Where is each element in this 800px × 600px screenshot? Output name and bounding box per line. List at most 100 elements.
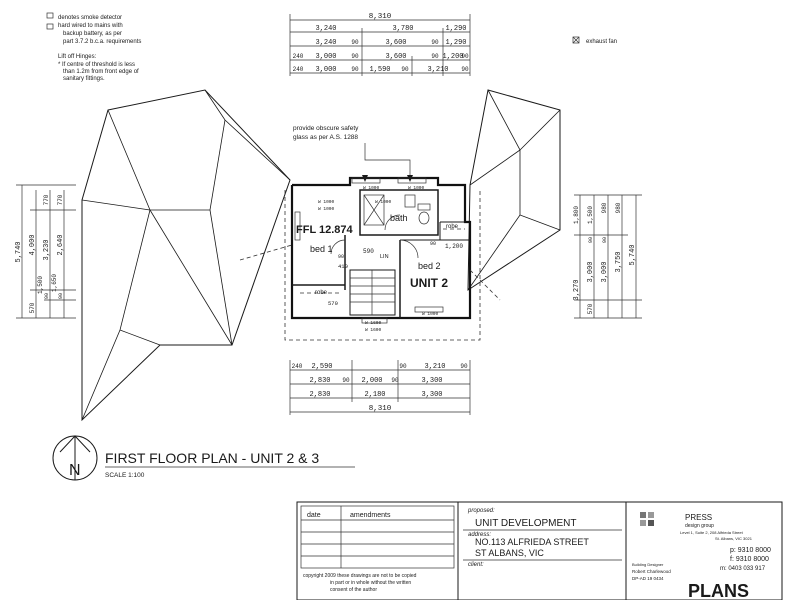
- sheet-name: PLANS: [688, 581, 749, 600]
- plan-scale: SCALE 1:100: [105, 472, 145, 479]
- bed1-label: bed 1: [310, 244, 333, 254]
- draftsman-3: DP-AD 19 0434: [632, 576, 664, 581]
- left-dimensions: 5,740 4,000 3,230 2,640 770 770 1,650 90…: [15, 184, 76, 319]
- left-dim-1650: 1,650: [51, 274, 58, 292]
- w-label-1: W 1000: [363, 185, 380, 191]
- bot-dim-r1-e: 90: [460, 363, 468, 370]
- roof-left: [81, 89, 291, 422]
- exhaust-fan-icon: [572, 36, 580, 44]
- bot-dim-r2-e: 3,300: [421, 377, 442, 385]
- top-dim-r4-b: 3,000: [315, 66, 336, 74]
- address-line-1: NO.113 ALFRIEDA STREET: [475, 537, 589, 547]
- left-dim-2640: 2,640: [57, 234, 65, 255]
- room-dim-590: 590: [363, 248, 374, 255]
- room-dim-90a: 90: [338, 254, 344, 260]
- left-dim-90b: 90: [58, 293, 64, 299]
- room-dim-90b: 90: [430, 241, 436, 247]
- window-bath-1: [351, 177, 381, 184]
- copyright-1: copyright 2009 these drawings are not to…: [303, 573, 417, 579]
- w-label-6: W 1600: [365, 320, 382, 326]
- top-dim-r3-g: 90: [461, 53, 469, 60]
- bot-dim-r1-d: 3,210: [424, 363, 445, 371]
- firm-fax: f: 9310 8000: [730, 556, 769, 563]
- toilet-icon: [418, 211, 430, 225]
- w-label-5: W 1000: [375, 199, 392, 205]
- right-dim-570: 570: [587, 303, 594, 314]
- top-dim-r1-c: 1,290: [445, 25, 466, 33]
- firm-addr-1: Level 1, Suite 2, 208 Alfrieda Street: [680, 530, 744, 535]
- exhaust-legend: exhaust fan: [572, 36, 617, 45]
- left-dim-overall: 5,740: [15, 241, 23, 262]
- right-dim-3750: 3,750: [615, 251, 623, 272]
- title-block: date amendments copyright 2009 these dra…: [296, 501, 783, 600]
- smoke-detector-icon: [46, 12, 54, 19]
- top-dim-r3-c: 90: [351, 53, 359, 60]
- top-dim-r2-c: 3,600: [385, 39, 406, 47]
- left-dim-3230: 3,230: [43, 239, 51, 260]
- legend-lift-1: * If centre of threshold is less: [58, 62, 135, 68]
- hardwired-detector-icon: [46, 23, 54, 30]
- window-stairs: [361, 317, 388, 324]
- right-dim-90a: 90: [588, 237, 594, 243]
- copyright-2: in part or in whole without the written: [330, 580, 411, 586]
- top-dim-r1-a: 3,240: [315, 25, 336, 33]
- w-label-2: W 1000: [408, 185, 425, 191]
- legend-smoke-2: hard wired to mains with: [58, 23, 123, 29]
- copyright-3: consent of the author: [330, 587, 377, 593]
- room-dim-410: 410: [338, 263, 348, 270]
- window-bed2: [414, 306, 444, 313]
- top-dim-r2-d: 90: [431, 39, 439, 46]
- bot-dim-r3-b: 2,180: [364, 391, 385, 399]
- firm-logo-icon: [640, 512, 654, 526]
- left-dim-4000: 4,000: [29, 234, 37, 255]
- glass-note: provide obscure safety glass as per A.S.…: [293, 125, 413, 182]
- client-label: client:: [468, 562, 484, 568]
- left-dim-770b: 770: [57, 194, 64, 205]
- w-label-8: W 1600: [365, 327, 382, 333]
- unit-floor-plan: FFL 12.874 bed 1 bed 2 bath robe robe UN…: [239, 176, 501, 341]
- legend-smoke-1: denotes smoke detector: [58, 15, 122, 21]
- right-dimensions: 5,740 3,750 3,270 3,000 3,000 1,800 1,50…: [573, 194, 642, 319]
- bot-dim-overall: 8,310: [369, 405, 392, 413]
- top-dim-r2-e: 1,290: [445, 39, 466, 47]
- robe-right-label: robe: [446, 224, 459, 230]
- proposed-label: proposed:: [467, 508, 495, 514]
- firm-phone: p: 9310 8000: [730, 547, 771, 554]
- vanity-icon: [404, 194, 416, 208]
- note-line-2: glass as per A.S. 1288: [293, 134, 358, 141]
- bottom-dimensions: 240 2,590 90 3,210 90 2,830 90 2,000 90 …: [289, 360, 471, 415]
- legend-lift-3: sanitary fittings.: [63, 76, 105, 82]
- bot-dim-r1-c: 90: [399, 363, 407, 370]
- lin-label: LIN: [380, 254, 389, 260]
- left-dim-90: 90: [44, 293, 50, 299]
- top-dim-r3-d: 3,600: [385, 53, 406, 61]
- w-label-7: W 1000: [422, 311, 439, 317]
- roof-right: [467, 89, 561, 291]
- bot-dim-r2-c: 2,000: [361, 377, 382, 385]
- right-dim-overall: 5,740: [629, 244, 637, 265]
- right-dim-980a: 980: [601, 202, 608, 213]
- firm-name: PRESS: [685, 513, 712, 522]
- address-line-2: ST ALBANS, VIC: [475, 548, 544, 558]
- top-dim-r4-g: 90: [461, 66, 469, 73]
- legend-lift-title: Lift off Hinges:: [58, 54, 97, 60]
- bot-dim-r3-c: 3,300: [421, 391, 442, 399]
- legend: denotes smoke detector hard wired to mai…: [46, 12, 141, 82]
- w-label-4: W 1000: [318, 206, 335, 212]
- ffl-label: FFL 12.874: [296, 224, 354, 236]
- draftsman-1: Building Designer: [632, 562, 664, 567]
- top-dim-r3-f: 1,200: [442, 53, 463, 61]
- top-dim-r1-b: 3,780: [392, 25, 413, 33]
- bot-dim-r2-b: 90: [342, 377, 350, 384]
- note-line-1: provide obscure safety: [293, 125, 359, 132]
- bot-dim-r1-a: 240: [292, 363, 303, 370]
- left-dim-1500: 1,500: [37, 276, 44, 294]
- draftsman-2: Robert Charlewood: [632, 569, 671, 574]
- plan-title: FIRST FLOOR PLAN - UNIT 2 & 3 SCALE 1:10…: [105, 450, 355, 479]
- firm-mobile: m: 0403 033 917: [720, 566, 766, 572]
- right-dim-980b: 980: [615, 202, 622, 213]
- plan-title-text: FIRST FLOOR PLAN - UNIT 2 & 3: [105, 450, 319, 466]
- north-point: N: [52, 435, 98, 481]
- top-dim-r3-e: 90: [431, 53, 439, 60]
